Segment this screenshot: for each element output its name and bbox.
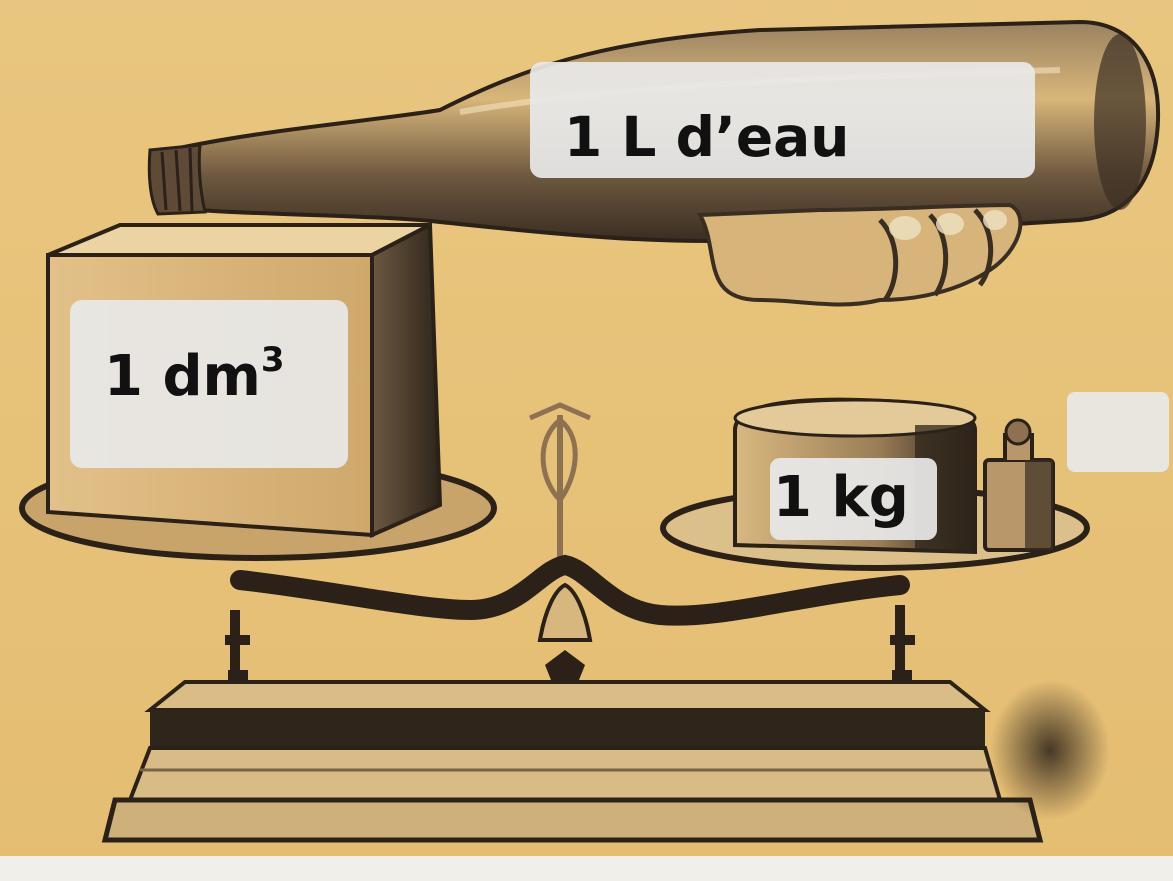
volume-label-base: 1 dm xyxy=(104,344,261,409)
mass-label: 1 kg xyxy=(773,470,909,526)
water-label: 1 L d’eau xyxy=(564,110,849,165)
blank-label-box xyxy=(1067,392,1169,472)
paper-bottom-strip xyxy=(0,856,1173,881)
volume-label: 1 dm3 xyxy=(104,343,285,405)
volume-label-exponent: 3 xyxy=(261,340,285,380)
ink-smudge xyxy=(990,680,1110,820)
